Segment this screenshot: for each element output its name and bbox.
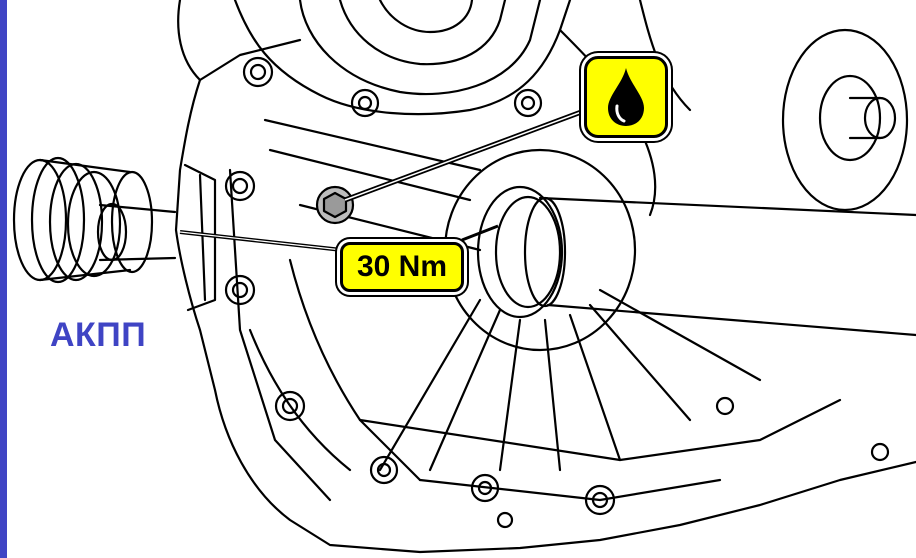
oil-drop-icon [608, 68, 644, 126]
left-accent-bar [0, 0, 7, 558]
oil-badge [584, 56, 668, 138]
torque-badge: 30 Nm [340, 242, 464, 292]
assembly-label: АКПП [50, 316, 147, 354]
